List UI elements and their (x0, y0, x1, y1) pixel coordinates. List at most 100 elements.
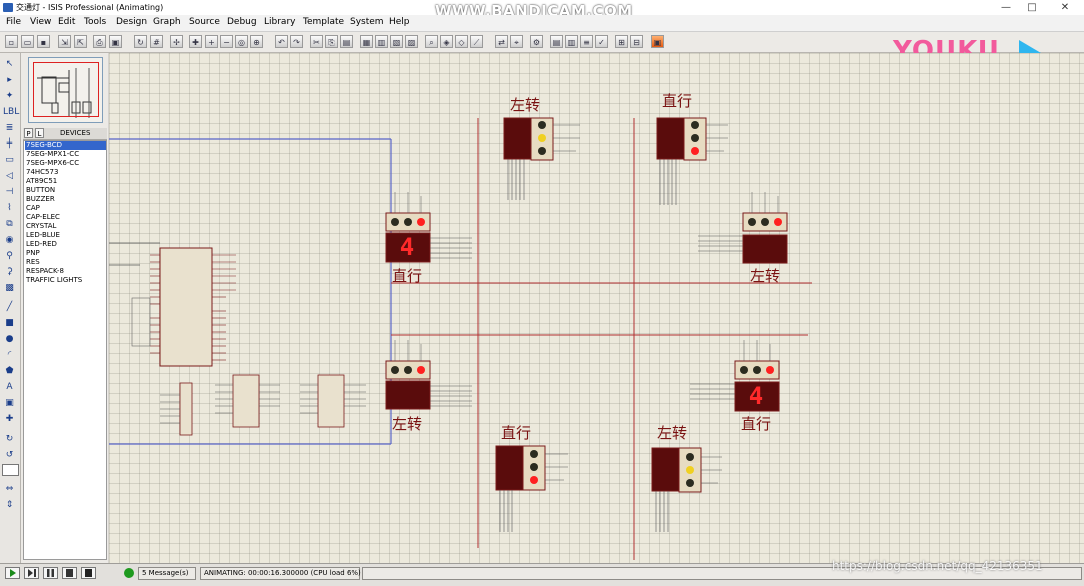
overview-window[interactable] (28, 57, 103, 123)
menu-graph[interactable]: Graph (153, 17, 181, 27)
new-icon[interactable]: ▫ (5, 35, 18, 48)
device-item[interactable]: LED-RED (26, 240, 57, 248)
export-icon[interactable]: ⇱ (74, 35, 87, 48)
message-count[interactable]: 5 Message(s) (138, 567, 196, 580)
wire-label-icon[interactable]: LBL (3, 107, 20, 117)
device-item[interactable]: CAP-ELEC (26, 213, 60, 221)
probe-current-icon[interactable]: ⚳ (6, 267, 13, 277)
netlist-icon[interactable]: ⊞ (615, 35, 628, 48)
probe-voltage-icon[interactable]: ⚲ (6, 251, 13, 261)
mirror-y-icon[interactable]: ⇕ (5, 500, 14, 510)
device-item[interactable]: 7SEG-MPX1-CC (26, 150, 80, 158)
minimize-button[interactable]: — (1001, 2, 1011, 13)
menu-source[interactable]: Source (189, 17, 220, 27)
block-delete-icon[interactable]: ▨ (405, 35, 418, 48)
library-manager-button[interactable]: L (35, 128, 44, 138)
menu-design[interactable]: Design (116, 17, 148, 27)
packaging-icon[interactable]: ◇ (455, 35, 468, 48)
menu-debug[interactable]: Debug (227, 17, 257, 27)
paste-icon[interactable]: ▤ (340, 35, 353, 48)
schematic-canvas[interactable] (109, 53, 1084, 563)
redo-icon[interactable]: ↷ (290, 35, 303, 48)
wire-autorouter-icon[interactable]: ⇄ (495, 35, 508, 48)
device-item[interactable]: PNP (26, 249, 40, 257)
device-item[interactable]: 74HC573 (26, 168, 59, 176)
arc-icon[interactable]: ◜ (7, 350, 12, 360)
origin-icon[interactable]: ✢ (170, 35, 183, 48)
device-item[interactable]: AT89C51 (26, 177, 58, 185)
path-icon[interactable]: ⬟ (5, 366, 14, 376)
rotation-angle-field[interactable] (2, 464, 19, 476)
menu-system[interactable]: System (350, 17, 384, 27)
device-item[interactable]: RES (26, 258, 40, 266)
menu-view[interactable]: View (30, 17, 52, 27)
block-move-icon[interactable]: ▥ (375, 35, 388, 48)
text-icon[interactable]: A (6, 382, 13, 392)
refresh-icon[interactable]: ↻ (134, 35, 147, 48)
circle-icon[interactable]: ● (5, 334, 14, 344)
make-device-icon[interactable]: ◈ (440, 35, 453, 48)
undo-icon[interactable]: ↶ (275, 35, 288, 48)
decompose-icon[interactable]: ⟋ (470, 35, 483, 48)
pan-icon[interactable]: ✚ (189, 35, 202, 48)
marker-icon[interactable]: ✚ (5, 414, 14, 424)
device-item[interactable]: BUTTON (26, 186, 56, 194)
device-item[interactable]: BUZZER (26, 195, 55, 203)
ares-icon[interactable]: ⊟ (630, 35, 643, 48)
block-copy-icon[interactable]: ▦ (360, 35, 373, 48)
goto-sheet-icon[interactable]: ▥ (565, 35, 578, 48)
menu-tools[interactable]: Tools (84, 17, 107, 27)
block-rotate-icon[interactable]: ▧ (390, 35, 403, 48)
play-button[interactable] (5, 567, 20, 579)
pick-device-icon[interactable]: ⌕ (425, 35, 438, 48)
device-item[interactable]: LED-BLUE (26, 231, 60, 239)
select-mode-icon[interactable]: ↖ (5, 59, 14, 69)
pcb-icon[interactable]: ▣ (651, 35, 664, 48)
box-icon[interactable]: ■ (5, 318, 14, 328)
menu-template[interactable]: Template (303, 17, 345, 27)
device-item[interactable]: 7SEG-MPX6-CC (26, 159, 80, 167)
maximize-button[interactable]: □ (1027, 2, 1037, 13)
instrument-icon[interactable]: ▩ (5, 283, 14, 293)
device-item[interactable]: TRAFFIC LIGHTS (26, 276, 83, 284)
device-item[interactable]: CAP (26, 204, 40, 212)
record-button[interactable] (81, 567, 96, 579)
import-icon[interactable]: ⇲ (58, 35, 71, 48)
device-item[interactable]: RESPACK-8 (26, 267, 64, 275)
device-item[interactable]: CRYSTAL (26, 222, 57, 230)
bus-icon[interactable]: ╪ (6, 139, 13, 149)
generator-icon[interactable]: ◉ (5, 235, 14, 245)
zoom-all-icon[interactable]: ◎ (235, 35, 248, 48)
menu-edit[interactable]: Edit (58, 17, 76, 27)
device-item[interactable]: 7SEG-BCD (25, 141, 106, 150)
zoom-area-icon[interactable]: ⊕ (250, 35, 263, 48)
sheet-icon[interactable]: ▤ (550, 35, 563, 48)
menu-help[interactable]: Help (389, 17, 410, 27)
bom-icon[interactable]: ≡ (580, 35, 593, 48)
graph-icon[interactable]: ⌇ (7, 203, 12, 213)
component-mode-icon[interactable]: ▸ (7, 75, 12, 85)
cut-icon[interactable]: ✂ (310, 35, 323, 48)
tape-icon[interactable]: ⧉ (6, 219, 13, 229)
mirror-x-icon[interactable]: ⇔ (5, 484, 14, 494)
device-list[interactable]: 7SEG-BCD 7SEG-MPX1-CC 7SEG-MPX6-CC 74HC5… (23, 140, 107, 560)
rotate-cw-icon[interactable]: ↻ (5, 434, 14, 444)
subcircuit-icon[interactable]: ▭ (5, 155, 14, 165)
save-icon[interactable]: ▪ (37, 35, 50, 48)
area-icon[interactable]: ▣ (109, 35, 122, 48)
copy-icon[interactable]: ⎘ (325, 35, 338, 48)
rotate-ccw-icon[interactable]: ↺ (5, 450, 14, 460)
line-icon[interactable]: ╱ (6, 302, 13, 312)
close-button[interactable]: ✕ (1060, 2, 1070, 13)
open-icon[interactable]: ▭ (21, 35, 34, 48)
property-tool-icon[interactable]: ⚙ (530, 35, 543, 48)
pause-button[interactable] (43, 567, 58, 579)
zoom-out-icon[interactable]: − (220, 35, 233, 48)
print-icon[interactable]: ⎙ (93, 35, 106, 48)
menu-library[interactable]: Library (264, 17, 296, 27)
step-button[interactable] (24, 567, 39, 579)
menu-file[interactable]: File (6, 17, 22, 27)
terminal-icon[interactable]: ◁ (6, 171, 13, 181)
text-script-icon[interactable]: ≣ (5, 123, 14, 133)
erc-icon[interactable]: ✓ (595, 35, 608, 48)
